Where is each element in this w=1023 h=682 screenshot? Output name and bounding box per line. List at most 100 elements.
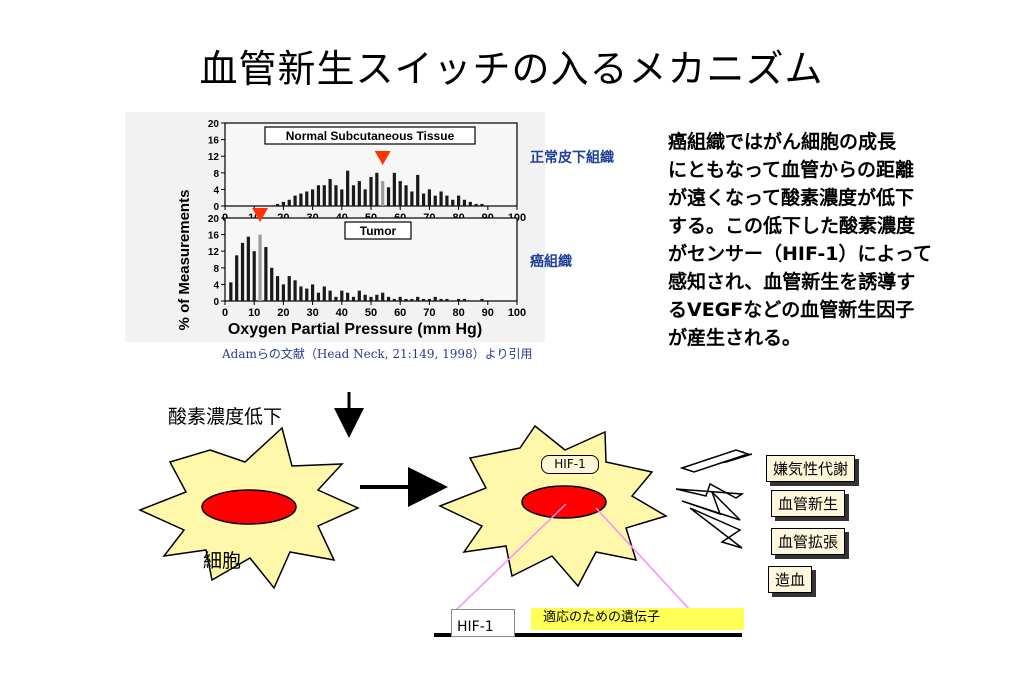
histogram-bar — [427, 189, 432, 206]
citation: Adamらの文献（Head Neck, 21:149, 1998）より引用 — [222, 347, 533, 361]
histogram-bar — [310, 189, 315, 206]
histogram-bar — [299, 286, 303, 301]
nucleus-normal — [201, 489, 297, 525]
histogram-bar — [357, 290, 361, 301]
histogram-bar — [252, 251, 256, 301]
histogram-bar — [433, 296, 437, 301]
x-tick-label: 70 — [423, 307, 435, 319]
histogram-bar — [334, 185, 338, 206]
low-oxygen-label: 酸素濃度低下 — [168, 406, 283, 428]
histogram-bar — [462, 199, 467, 206]
histogram-bar — [456, 298, 461, 301]
x-tick-label: 80 — [452, 307, 464, 319]
histogram-bar — [351, 185, 356, 206]
histogram-bar — [264, 247, 268, 301]
x-tick-label: 30 — [306, 307, 318, 319]
description-line: が産生される。 — [668, 327, 802, 349]
histogram-bar — [427, 298, 432, 301]
histogram-bar — [351, 296, 356, 301]
panel-title-box — [264, 126, 476, 145]
histogram-bar — [281, 201, 286, 206]
description-line: にともなって血管からの距離 — [668, 159, 915, 181]
histogram-bar — [299, 193, 303, 206]
y-tick-label: 12 — [208, 152, 220, 163]
histogram-bar — [480, 298, 484, 301]
histogram-bar — [346, 170, 350, 206]
x-tick-label: 100 — [508, 307, 526, 319]
histogram-bar — [445, 298, 449, 301]
cell-label: 細胞 — [203, 550, 242, 572]
histogram-bar — [480, 203, 484, 206]
x-tick-label: 60 — [394, 307, 406, 319]
x-tick-label: 10 — [248, 307, 260, 319]
histogram-bar — [392, 172, 396, 206]
y-tick-label: 0 — [213, 297, 219, 308]
nucleus-hypoxic — [521, 485, 607, 519]
histogram-bar — [340, 189, 344, 206]
histogram-bar — [322, 185, 326, 206]
histogram-bar — [258, 234, 262, 301]
histogram-bar — [316, 185, 321, 206]
histogram-bar — [468, 201, 472, 206]
outcome-hematopoiesis: 造血 — [768, 566, 813, 593]
panel-title-box — [344, 221, 412, 240]
outcome-anaerobic-metabolism: 嫌気性代謝 — [766, 455, 856, 482]
histogram-bar — [235, 255, 239, 301]
description-line: 感知され、血管新生を誘導す — [668, 271, 916, 293]
connector-line — [595, 507, 691, 611]
description-text: 癌組織ではがん細胞の成長 にともなって血管からの距離 が遠くなって酸素濃度が低下… — [668, 128, 968, 352]
x-tick-label: 0 — [222, 307, 228, 319]
histogram-bar — [451, 199, 455, 206]
histogram-bar — [381, 181, 385, 206]
histogram-bar — [398, 296, 402, 301]
mechanism-diagram — [138, 392, 753, 637]
histogram-bar — [240, 242, 245, 301]
histogram-bar — [398, 181, 402, 206]
page-title: 血管新生スイッチの入るメカニズム — [199, 47, 824, 91]
histogram-bar — [363, 189, 367, 206]
y-tick-label: 16 — [208, 136, 220, 147]
tumor-tissue-label: 癌組織 — [530, 254, 572, 270]
histogram-bar — [416, 296, 420, 301]
description-line: する。この低下した酸素濃度 — [668, 215, 916, 237]
histogram-bar — [293, 195, 297, 206]
histogram-bar — [270, 267, 274, 301]
histogram-bar — [404, 185, 408, 206]
histogram-bar — [404, 298, 408, 301]
histogram-bar — [410, 298, 414, 301]
x-tick-label: 90 — [482, 307, 494, 319]
y-tick-label: 8 — [213, 264, 219, 275]
histogram-bar — [439, 298, 443, 301]
hif1-sensor-tag: HIF-1 — [541, 455, 599, 474]
outcome-vasodilation: 血管拡張 — [771, 528, 846, 555]
histogram-bar — [322, 286, 326, 301]
histogram-bar — [445, 195, 449, 206]
histogram-bar — [275, 276, 280, 301]
connector-line — [453, 503, 567, 613]
description-line: 癌組織ではがん細胞の成長 — [668, 131, 897, 153]
histogram-bar — [287, 276, 291, 301]
y-tick-label: 8 — [213, 169, 219, 180]
histogram-bar — [287, 199, 291, 206]
histogram-bar — [275, 203, 280, 206]
histogram-bar — [328, 290, 332, 301]
outcome-angiogenesis: 血管新生 — [771, 490, 846, 517]
y-axis-label: % of Measurements — [176, 190, 193, 331]
histogram-bar — [328, 179, 332, 206]
histogram-bar — [462, 298, 467, 301]
histogram-bar — [340, 290, 344, 301]
histogram-bar — [381, 292, 385, 301]
panel-title: Tumor — [360, 224, 397, 238]
normal-tissue-label: 正常皮下組織 — [530, 150, 614, 166]
histogram-bar — [421, 298, 426, 301]
histogram-bar — [363, 294, 367, 301]
oxygen-histogram-figure: % of Measurements Oxygen Partial Pressur… — [125, 112, 545, 342]
panel-title: Normal Subcutaneous Tissue — [286, 129, 455, 143]
histogram-bar — [421, 193, 426, 206]
normal-tissue-panel: 0481216200102030405060708090100Normal Su… — [208, 119, 526, 224]
histogram-bar — [293, 280, 297, 301]
histogram-bar — [386, 187, 391, 206]
median-marker — [374, 151, 391, 165]
y-tick-label: 0 — [213, 202, 219, 213]
